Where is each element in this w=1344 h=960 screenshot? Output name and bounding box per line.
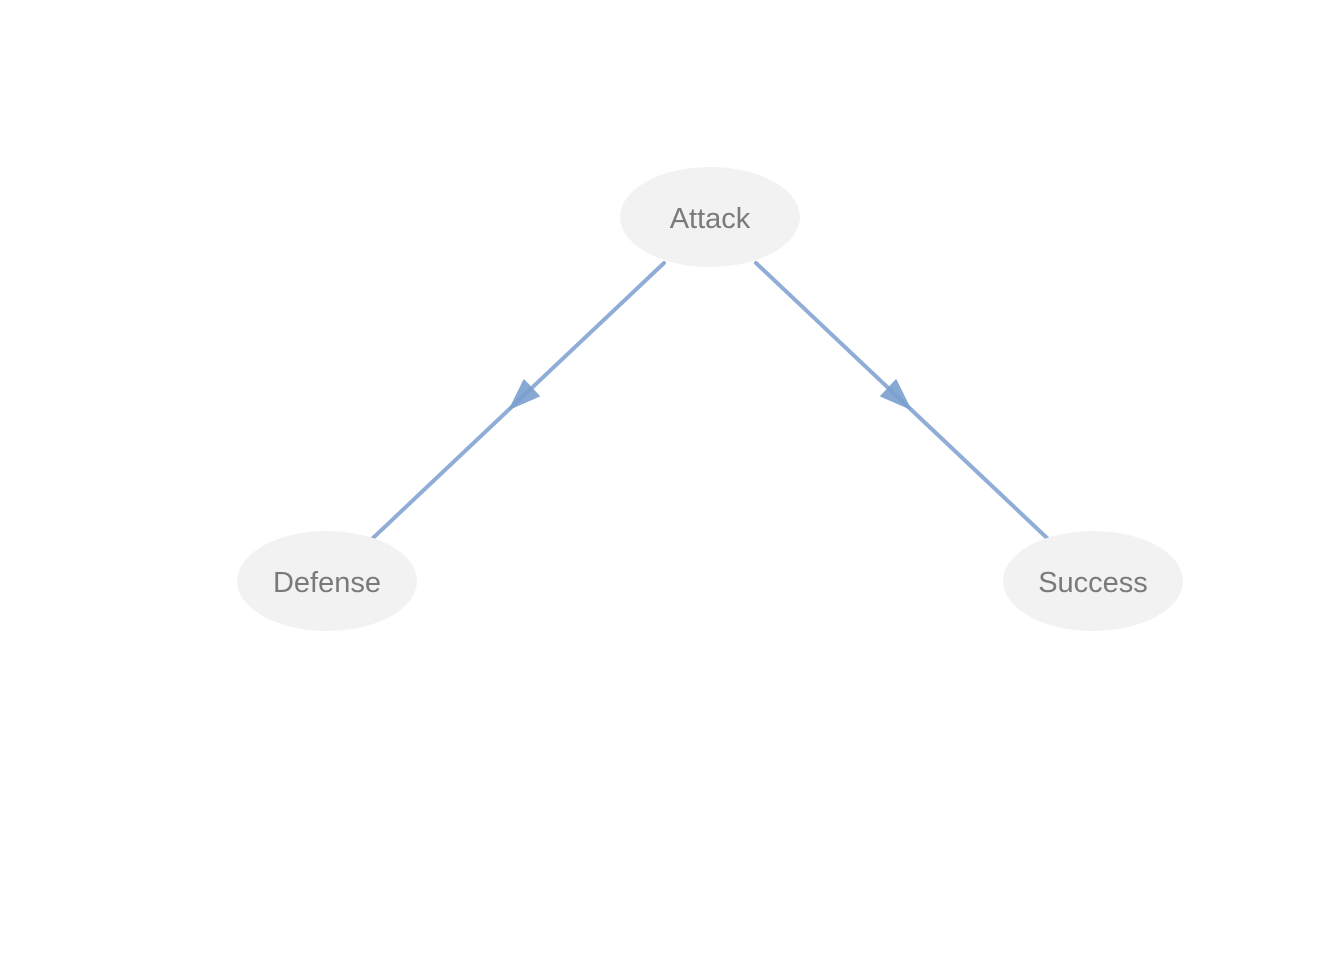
node-success[interactable]: Success: [1003, 531, 1183, 631]
arrowhead-attack-success: [880, 379, 911, 410]
node-attack[interactable]: Attack: [620, 167, 800, 267]
node-defense-label: Defense: [273, 567, 381, 599]
node-success-label: Success: [1038, 567, 1148, 599]
node-defense-shape: [237, 531, 417, 631]
edges-layer: [371, 261, 1049, 540]
node-success-shape: [1003, 531, 1183, 631]
nodes-layer: Attack Defense Success: [237, 167, 1183, 631]
arrowhead-attack-defense: [509, 379, 540, 410]
node-defense[interactable]: Defense: [237, 531, 417, 631]
node-attack-label: Attack: [670, 203, 751, 235]
node-attack-shape: [620, 167, 800, 267]
